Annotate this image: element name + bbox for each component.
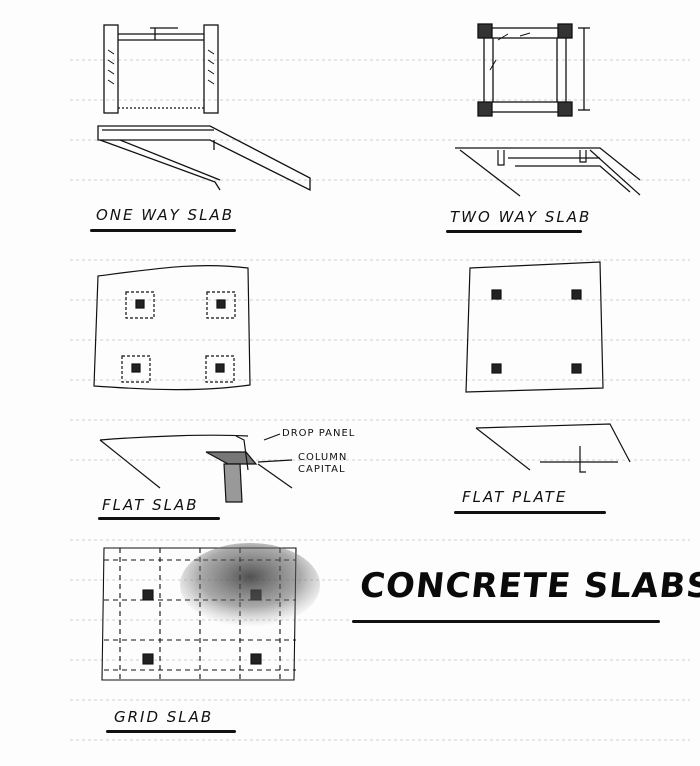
two-way-slab-label: TWO WAY SLAB — [450, 208, 592, 226]
two-way-slab-plan — [477, 23, 590, 117]
drop-panel-label: DROP PANEL — [282, 428, 356, 439]
column-capital-label-2: CAPITAL — [298, 464, 346, 475]
flat-slab-label: FLAT SLAB — [102, 496, 199, 514]
grid-slab-label: GRID SLAB — [114, 708, 214, 726]
flat-plate-plan — [465, 261, 604, 393]
grid-slab-underline — [106, 730, 236, 733]
flat-plate-underline — [454, 511, 606, 514]
one-way-slab-label: ONE WAY SLAB — [96, 206, 234, 224]
flat-plate-label: FLAT PLATE — [462, 488, 568, 506]
flat-slab-plan — [93, 264, 251, 391]
two-way-slab-section — [455, 147, 641, 197]
one-way-slab-section — [97, 125, 311, 192]
title-underline — [352, 620, 660, 623]
two-way-slab-underline — [446, 230, 582, 233]
page-title: CONCRETE SLABS — [357, 566, 700, 606]
grid-slab-shading — [180, 543, 320, 627]
one-way-slab-underline — [90, 229, 236, 232]
flat-plate-section — [475, 423, 631, 473]
flat-slab-section — [99, 433, 293, 503]
flat-slab-underline — [98, 517, 220, 520]
one-way-slab-plan — [103, 24, 219, 114]
column-capital-label-1: COLUMN — [298, 452, 348, 463]
ruled-lines — [70, 59, 690, 741]
